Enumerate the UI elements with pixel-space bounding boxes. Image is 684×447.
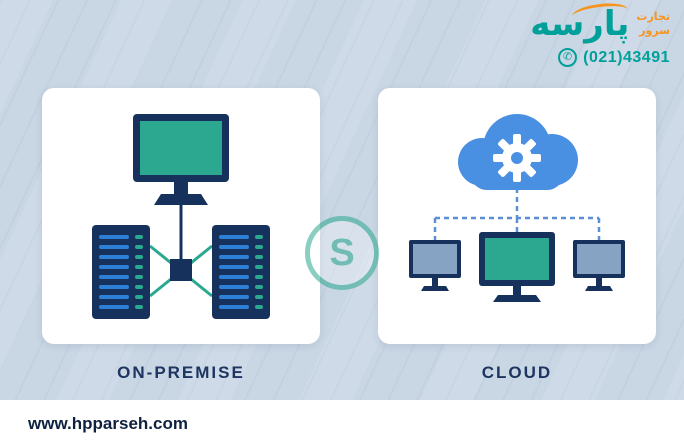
brand-phone: ✆ (021)43491	[530, 48, 670, 68]
brand-tagline: تجارت سرور	[636, 11, 670, 39]
cloud-label: CLOUD	[481, 363, 553, 382]
phone-icon: ✆	[558, 48, 578, 68]
dashed-connections	[433, 188, 601, 240]
on-premise-card	[42, 88, 320, 344]
switch-node	[170, 259, 192, 281]
website-url: www.hpparseh.com	[28, 414, 188, 433]
brand-logo: پارسه تجارت سرور ✆ (021)43491	[530, 0, 670, 68]
monitor-right-icon	[573, 240, 625, 291]
server-rack-left-icon	[92, 225, 150, 319]
network-lines	[149, 200, 213, 298]
gear-icon	[493, 134, 541, 182]
monitor-center-icon	[479, 232, 555, 302]
brand-tagline-line1: تجارت	[636, 10, 670, 23]
desktop-monitor-icon	[133, 114, 229, 205]
watermark-letter: S	[329, 232, 355, 274]
footer-bar: www.hpparseh.com	[0, 400, 684, 447]
watermark-logo: S	[305, 216, 379, 290]
on-premise-label: ON-PREMISE	[117, 363, 245, 382]
server-rack-right-icon	[212, 225, 270, 319]
monitor-left-icon	[409, 240, 461, 291]
phone-number: (021)43491	[583, 48, 670, 66]
brand-name: پارسه	[530, 5, 630, 43]
on-premise-diagram	[92, 114, 270, 319]
cloud-card	[378, 88, 656, 344]
brand-tagline-line2: سرور	[639, 24, 670, 37]
brand-row: پارسه تجارت سرور	[530, 0, 670, 43]
cloud-diagram	[409, 114, 625, 302]
